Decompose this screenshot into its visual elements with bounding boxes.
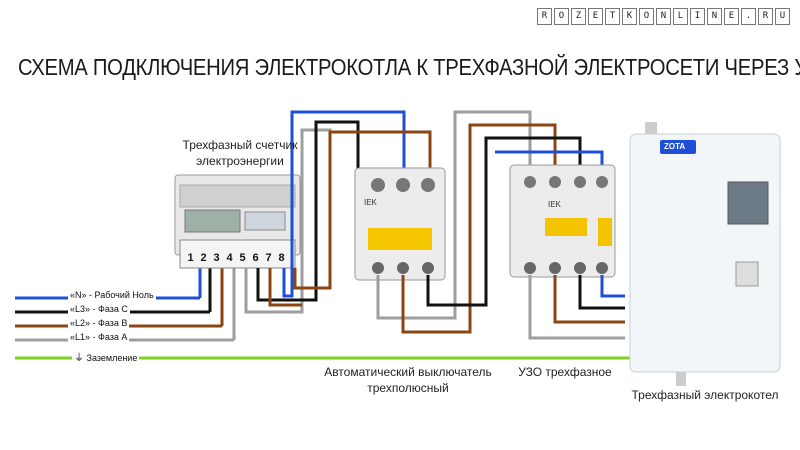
electric-boiler [629, 122, 781, 386]
logo-letter: K [622, 8, 637, 25]
diagram-title: СХЕМА ПОДКЛЮЧЕНИЯ ЭЛЕКТРОКОТЛА К ТРЕХФАЗ… [18, 54, 800, 80]
meter-terminal-2: 2 [200, 252, 207, 264]
meter-to-breaker-wires [244, 110, 432, 314]
wire-label-l1: «L1» - Фаза А [68, 332, 130, 342]
meter-label-line1: Трехфазный счетчик [182, 138, 298, 152]
wire-label-l2: «L2» - Фаза В [68, 318, 130, 328]
rcd-label: УЗО трехфазное [518, 365, 612, 379]
logo-letter: E [588, 8, 603, 25]
logo-letter: L [673, 8, 688, 25]
breaker-label: Автоматический выключатель трехполюсный [318, 364, 498, 396]
meter-label-line2: электроэнергии [196, 154, 284, 169]
circuit-breaker [354, 167, 446, 281]
boiler-brand: ZOTA [664, 142, 686, 151]
breaker-brand: IEK [364, 198, 377, 207]
breaker-label-line2: трехполюсный [367, 381, 449, 396]
logo-letter: Z [571, 8, 586, 25]
breaker-to-rcd-wires [376, 110, 604, 334]
meter-terminal-1: 1 [187, 252, 194, 264]
logo-letter: E [724, 8, 739, 25]
logo-letter: U [775, 8, 790, 25]
meter-label: Трехфазный счетчик электроэнергии [170, 137, 310, 169]
wire-label-ground: ⏚ Заземление [72, 349, 140, 364]
meter-terminal-5: 5 [239, 252, 246, 264]
logo-letter: R [537, 8, 552, 25]
logo-letter: O [554, 8, 569, 25]
ground-icon: ⏚ [74, 353, 84, 364]
electricity-meter [174, 174, 301, 269]
breaker-label-line1: Автоматический выключатель [324, 365, 492, 379]
logo-letter: T [605, 8, 620, 25]
wire-label-neutral: «N» - Рабочий Ноль [68, 290, 156, 300]
rcd-device [509, 164, 616, 278]
logo-letter: R [758, 8, 773, 25]
logo-letter: O [639, 8, 654, 25]
logo-letter: I [690, 8, 705, 25]
meter-terminal-8: 8 [278, 252, 285, 264]
wire-label-ground-text: Заземление [86, 353, 138, 363]
wire-label-l3: «L3» - Фаза С [68, 304, 130, 314]
rcd-to-boiler-wires [528, 275, 625, 340]
meter-terminal-4: 4 [226, 252, 233, 264]
meter-terminal-3: 3 [213, 252, 220, 264]
meter-terminal-7: 7 [265, 252, 272, 264]
meter-terminal-6: 6 [252, 252, 259, 264]
logo-letter: . [741, 8, 756, 25]
boiler-label: Трехфазный электрокотел [631, 388, 779, 402]
logo-letter: N [656, 8, 671, 25]
logo-letter: N [707, 8, 722, 25]
rcd-brand: IEK [548, 200, 561, 209]
